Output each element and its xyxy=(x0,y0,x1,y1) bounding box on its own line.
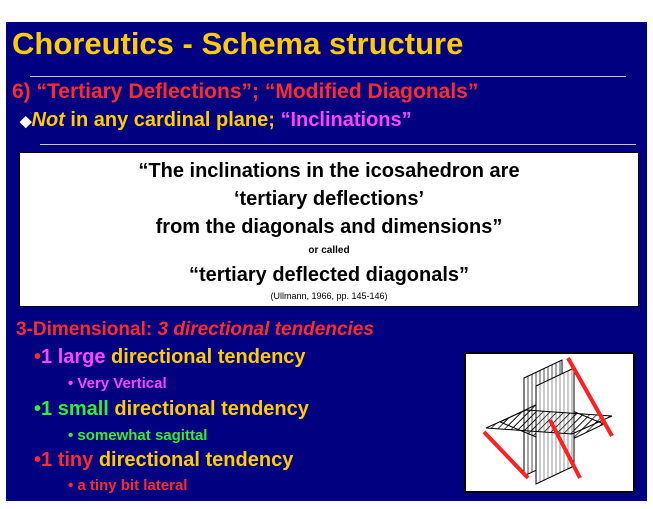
bullet-icon: • xyxy=(34,449,42,471)
tendency-large-detail: • Very Vertical xyxy=(68,375,167,392)
dimensional-value: 3 directional tendencies xyxy=(157,319,374,340)
section-heading: 6) “Tertiary Deflections”; “Modified Dia… xyxy=(12,80,479,103)
tendency-small-detail: • somewhat sagittal xyxy=(68,427,208,444)
tendency-tiny: •1 tiny directional tendency xyxy=(34,449,293,472)
or-called-text: or called xyxy=(308,245,350,256)
inclinations-label: “Inclinations” xyxy=(280,109,412,131)
tendency-large-text: directional tendency xyxy=(105,346,306,368)
tendency-large: •1 large directional tendency xyxy=(34,346,306,369)
quote-line-4: “tertiary deflected diagonals” xyxy=(188,264,470,286)
tendency-tiny-text: directional tendency xyxy=(93,449,294,471)
dimensional-heading: 3-Dimensional: 3 directional tendencies xyxy=(16,319,374,341)
tendency-small-text: directional tendency xyxy=(108,398,309,420)
not-emphasis: Not xyxy=(31,109,65,131)
quote-line-2: ‘tertiary deflections’ xyxy=(233,188,425,210)
bullet-icon: • xyxy=(34,346,42,368)
slide: Choreutics - Schema structure 6) “Tertia… xyxy=(6,22,647,501)
subheading-divider xyxy=(40,144,636,145)
dimensional-label: 3-Dimensional: xyxy=(16,319,158,340)
icosahedron-planes-icon xyxy=(482,357,614,485)
icosahedron-planes-figure xyxy=(464,352,635,493)
tendency-tiny-detail: • a tiny bit lateral xyxy=(68,477,188,494)
quote-line-3: from the diagonals and dimensions” xyxy=(155,216,503,238)
diamond-bullet-icon: ◆ xyxy=(20,113,32,130)
subheading-line: ◆Not in any cardinal plane; “Inclination… xyxy=(20,109,412,132)
quote-line-1: “The inclinations in the icosahedron are xyxy=(138,160,520,182)
quote-citation: (Ullmann, 1966, pp. 145-146) xyxy=(270,291,388,301)
subheading-text: in any cardinal plane; xyxy=(64,109,281,131)
tendency-small: •1 small directional tendency xyxy=(34,398,309,421)
tendency-large-count: 1 large xyxy=(41,346,106,368)
bullet-icon: • xyxy=(34,398,42,420)
tendency-small-count: 1 small xyxy=(41,398,109,420)
slide-title: Choreutics - Schema structure xyxy=(12,26,464,61)
quote-box: “The inclinations in the icosahedron are… xyxy=(19,152,639,307)
tendency-tiny-count: 1 tiny xyxy=(41,449,94,471)
title-divider xyxy=(30,76,626,77)
